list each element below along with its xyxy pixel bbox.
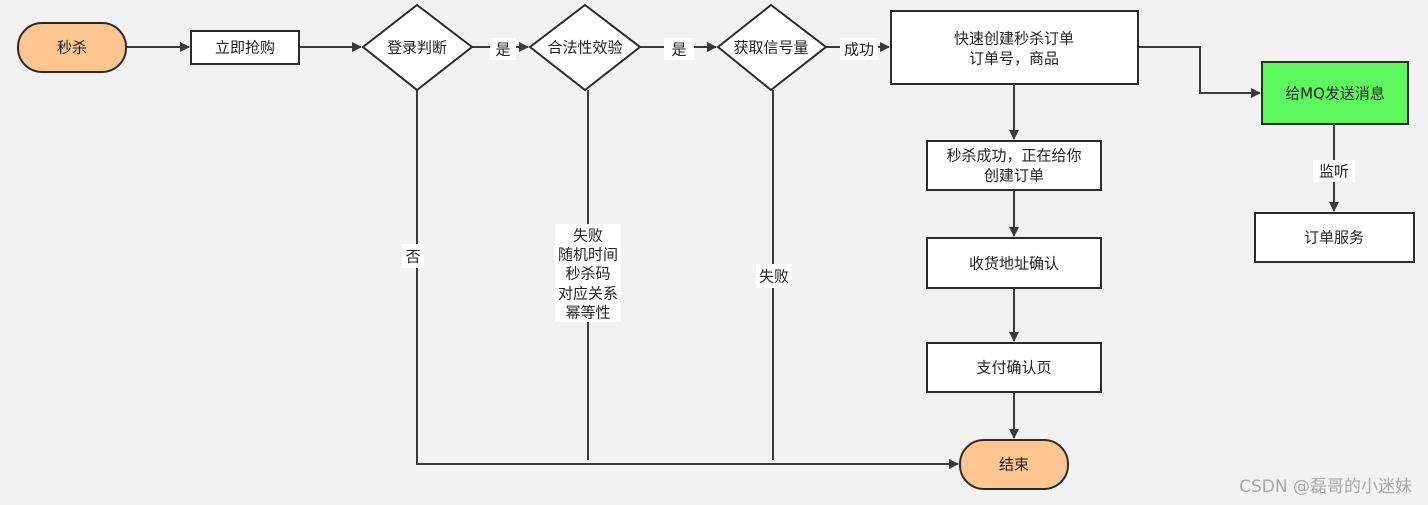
edge-label-listen: 监听 [1319, 163, 1349, 181]
get-signal-label: 获取信号量 [733, 39, 808, 57]
edge-label-success: 成功 [844, 41, 874, 59]
success-msg-box [926, 140, 1102, 191]
edge-label-yes-2: 是 [671, 41, 686, 59]
end-label: 结束 [999, 456, 1029, 474]
success-msg-label-2: 创建订单 [984, 167, 1044, 185]
create-order-label-1: 快速创建秒杀订单 [954, 30, 1074, 48]
start-terminal [17, 22, 127, 73]
create-order-label-2: 订单号，商品 [969, 50, 1059, 68]
edge-label-yes-1: 是 [495, 41, 510, 59]
address-confirm-label: 收货地址确认 [969, 255, 1059, 273]
watermark: CSDN @磊哥的小迷妹 [1239, 477, 1412, 497]
pay-confirm-box [926, 342, 1102, 393]
legality-check-diamond [528, 3, 642, 92]
edge-login-fail-to-end [416, 90, 959, 469]
edge-label-fail-signal: 失败 [759, 268, 789, 286]
create-order-box [890, 10, 1139, 85]
edge-label-fail-legality-1: 失败 [573, 227, 603, 245]
legality-check-label: 合法性效验 [547, 39, 622, 57]
edge-label-fail-legality-5: 幂等性 [565, 304, 610, 322]
mq-send-box [1261, 61, 1409, 125]
order-service-label: 订单服务 [1304, 229, 1364, 247]
pay-confirm-label: 支付确认页 [976, 359, 1051, 377]
buy-now-box [190, 30, 300, 65]
order-service-box [1254, 212, 1415, 263]
address-confirm-box [926, 237, 1102, 289]
edge-label-no: 否 [405, 248, 420, 266]
start-label: 秒杀 [57, 39, 87, 57]
success-msg-label-1: 秒杀成功，正在给你 [946, 147, 1081, 165]
get-signal-diamond [716, 3, 828, 92]
edge-label-fail-legality-2: 随机时间 [558, 246, 618, 264]
login-check-label: 登录判断 [387, 39, 447, 57]
end-terminal [959, 439, 1069, 490]
buy-now-label: 立即抢购 [215, 39, 275, 57]
login-check-diamond [361, 3, 474, 92]
edge-label-fail-legality-4: 对应关系 [558, 285, 618, 303]
edge-label-fail-legality-3: 秒杀码 [565, 265, 610, 283]
edge-create-to-mq [1138, 46, 1261, 98]
mq-send-label: 给MQ发送消息 [1285, 85, 1385, 103]
